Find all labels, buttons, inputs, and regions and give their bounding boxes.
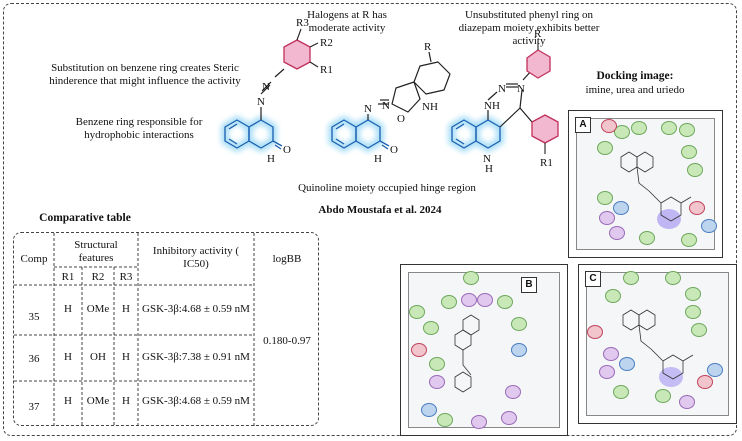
atom-n2: N xyxy=(262,81,270,93)
header-logbb: logBB xyxy=(272,253,302,265)
row-37-r1: H xyxy=(64,395,72,407)
annotation-substitution: Substitution on benzene ring creates Ste… xyxy=(49,62,241,87)
docking-title: Docking image: xyxy=(596,70,674,82)
atom-nh2: NH xyxy=(484,100,500,112)
outer-frame xyxy=(3,3,737,436)
header-r3: R3 xyxy=(119,271,133,283)
header-structural: Structural features xyxy=(74,239,118,264)
atom-n7: N xyxy=(483,153,491,165)
molecule-3 xyxy=(448,39,559,154)
row-35-r2: OMe xyxy=(86,303,110,315)
row-35-r1: H xyxy=(64,303,72,315)
molecule-1 xyxy=(221,28,319,152)
atom-n5: N xyxy=(498,83,506,95)
atom-h2: H xyxy=(374,153,382,165)
comparative-table: Comp Structural features Inhibitory acti… xyxy=(13,232,319,427)
atom-r1: R1 xyxy=(320,64,333,76)
logbb-value: 0.180-0.97 xyxy=(263,335,311,347)
annotation-halogens: Halogens at R has moderate activity xyxy=(307,9,387,34)
header-inhibitory: Inhibitory activity ( IC50) xyxy=(152,245,240,270)
header-r2: R2 xyxy=(91,271,105,283)
atom-o2: O xyxy=(390,144,398,156)
row-37-activity: GSK-3β:4.68 ± 0.59 nM xyxy=(142,395,250,407)
atom-h1: H xyxy=(267,153,275,165)
docking-panel-c: C xyxy=(578,264,737,424)
row-36-r1: H xyxy=(64,351,72,363)
annotation-unsubstituted: Unsubstituted phenyl ring on diazepam mo… xyxy=(458,9,600,47)
header-r1: R1 xyxy=(61,271,75,283)
row-36-r3: H xyxy=(122,351,130,363)
annotation-hydrophobic: Benzene ring responsible for hydrophobic… xyxy=(75,116,203,141)
panel-label-a: A xyxy=(575,117,591,133)
row-36-comp: 36 xyxy=(28,353,40,365)
atom-n1: N xyxy=(257,96,265,108)
atom-o3: O xyxy=(397,113,405,125)
atom-r4: R xyxy=(424,41,432,53)
row-36-r2: OH xyxy=(90,351,106,363)
atom-o1: O xyxy=(283,144,291,156)
panel-label-c: C xyxy=(585,271,601,287)
atom-h3: H xyxy=(485,163,493,175)
annotation-hinge: Quinoline moiety occupied hinge region xyxy=(298,182,476,194)
atom-r6: R1 xyxy=(540,157,553,169)
header-comp: Comp xyxy=(20,253,48,265)
row-37-comp: 37 xyxy=(28,401,40,413)
atom-r3: R3 xyxy=(296,17,309,29)
atom-r5: R xyxy=(534,28,542,40)
docking-panel-b: B xyxy=(400,264,568,436)
panel-label-b: B xyxy=(521,277,537,293)
atom-r2: R2 xyxy=(320,37,333,49)
molecule-2 xyxy=(328,51,451,152)
row-35-comp: 35 xyxy=(28,311,40,323)
docking-panel-a: A xyxy=(568,110,723,258)
atom-n6: N xyxy=(517,83,525,95)
row-37-r2: OMe xyxy=(86,395,110,407)
atom-n4: N xyxy=(382,100,390,112)
citation: Abdo Moustafa et al. 2024 xyxy=(318,204,442,216)
row-36-activity: GSK-3β:7.38 ± 0.91 nM xyxy=(142,351,250,363)
docking-subtitle: imine, urea and uriedo xyxy=(585,84,685,96)
row-37-r3: H xyxy=(122,395,130,407)
atom-n3: N xyxy=(364,103,372,115)
row-35-activity: GSK-3β:4.68 ± 0.59 nM xyxy=(142,303,250,315)
table-title: Comparative table xyxy=(39,212,131,224)
atom-nh1: NH xyxy=(422,101,438,113)
row-35-r3: H xyxy=(122,303,130,315)
